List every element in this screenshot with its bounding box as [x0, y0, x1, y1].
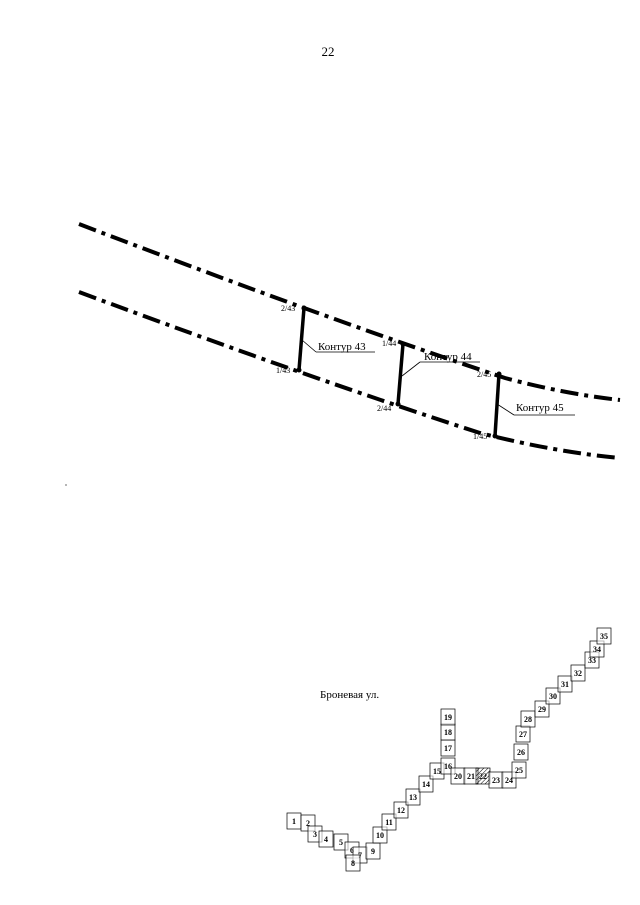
street-label: Броневая ул.	[320, 689, 380, 701]
sheet-35-number: 35	[600, 632, 608, 641]
sheet-29[interactable]: 29	[534, 700, 550, 718]
sheet-11-number: 11	[385, 818, 393, 827]
sheet-30[interactable]: 30	[545, 687, 561, 705]
sheet-8[interactable]: 8	[345, 854, 361, 872]
sheet-13-number: 13	[409, 793, 417, 802]
sheet-14-frame	[418, 775, 434, 793]
sheet-12-number: 12	[397, 806, 405, 815]
sheet-25[interactable]: 25	[511, 761, 527, 779]
sheet-34-number: 34	[593, 645, 601, 654]
sheet-4-number: 4	[324, 835, 328, 844]
sheet-22[interactable]: 22	[475, 767, 491, 785]
sheet-30-number: 30	[549, 692, 557, 701]
point-1-43: 1/43	[276, 366, 290, 375]
lower-boundary-line	[78, 290, 621, 460]
sheet-17[interactable]: 17	[440, 739, 456, 757]
sheet-19-number: 19	[444, 713, 452, 722]
sheet-11-frame	[381, 813, 397, 831]
sheet-26[interactable]: 26	[513, 743, 529, 761]
sheet-10-frame	[372, 826, 388, 844]
sheet-19-frame	[440, 708, 456, 726]
sheet-17-number: 17	[444, 744, 452, 753]
sheet-18[interactable]: 18	[440, 723, 456, 741]
sheet-3-number: 3	[313, 830, 317, 839]
sheet-32[interactable]: 32	[570, 664, 586, 682]
sheet-18-number: 18	[444, 728, 452, 737]
sheet-26-number: 26	[517, 748, 525, 757]
contour-44[interactable]: Контур 44 1/44 2/44	[377, 339, 480, 413]
sheet-26-frame	[513, 743, 529, 761]
point-2-43: 2/43	[281, 304, 295, 313]
sheet-32-number: 32	[574, 669, 582, 678]
sheet-25-frame	[511, 761, 527, 779]
sheet-23-number: 23	[492, 776, 500, 785]
contour-45[interactable]: Контур 45 2/45 1/45	[473, 370, 575, 441]
contour-45-label: Контур 45	[516, 402, 564, 414]
sheet-16-number: 16	[444, 762, 452, 771]
stray-mark	[65, 484, 67, 486]
sheet-13[interactable]: 13	[405, 788, 421, 806]
sheet-10-number: 10	[376, 831, 384, 840]
sheet-35-frame	[596, 627, 612, 645]
point-1-45: 1/45	[473, 432, 487, 441]
sheet-9-number: 9	[371, 847, 375, 856]
point-2-45: 2/45	[477, 370, 491, 379]
contour-43[interactable]: Контур 43 2/43 1/43	[276, 304, 375, 375]
sheet-20[interactable]: 20	[450, 767, 466, 785]
sheet-2-number: 2	[306, 819, 310, 828]
sheet-29-frame	[534, 700, 550, 718]
sheet-6-number: 6	[350, 846, 354, 855]
sheet-31-frame	[557, 675, 573, 693]
sheet-33-number: 33	[588, 656, 596, 665]
sheet-22-number: 22	[479, 772, 487, 781]
point-1-44: 1/44	[382, 339, 396, 348]
sheet-19[interactable]: 19	[440, 708, 456, 726]
sheet-23[interactable]: 23	[488, 771, 504, 789]
sheet-29-number: 29	[538, 705, 546, 714]
sheet-28-number: 28	[524, 715, 532, 724]
sheet-30-frame	[545, 687, 561, 705]
sheet-12-frame	[393, 801, 409, 819]
sheet-15-number: 15	[433, 767, 441, 776]
sheet-10[interactable]: 10	[372, 826, 388, 844]
page-number: 22	[321, 44, 335, 59]
sheet-15[interactable]: 15	[429, 762, 445, 780]
contour-44-label: Контур 44	[424, 351, 472, 363]
sheet-1[interactable]: 1	[286, 812, 302, 830]
sheet-11[interactable]: 11	[381, 813, 397, 831]
sheet-1-number: 1	[292, 817, 296, 826]
sheet-28[interactable]: 28	[520, 710, 536, 728]
sheet-32-frame	[570, 664, 586, 682]
sheet-31-number: 31	[561, 680, 569, 689]
sheet-4-frame	[318, 830, 334, 848]
sheet-8-frame	[345, 854, 361, 872]
sheet-28-frame	[520, 710, 536, 728]
sheet-35[interactable]: 35	[596, 627, 612, 645]
point-2-44: 2/44	[377, 404, 391, 413]
sheet-31[interactable]: 31	[557, 675, 573, 693]
sheet-8-number: 8	[351, 859, 355, 868]
sheet-24-number: 24	[505, 776, 513, 785]
sheet-25-number: 25	[515, 766, 523, 775]
sheet-27[interactable]: 27	[515, 725, 531, 743]
sheet-5-number: 5	[339, 838, 343, 847]
sheet-12[interactable]: 12	[393, 801, 409, 819]
sheet-27-number: 27	[519, 730, 527, 739]
sheet-14[interactable]: 14	[418, 775, 434, 793]
upper-boundary-line	[78, 222, 621, 402]
sheet-20-number: 20	[454, 772, 462, 781]
sheet-4[interactable]: 4	[318, 830, 334, 848]
sheet-9[interactable]: 9	[365, 842, 381, 860]
sheet-21-number: 21	[467, 772, 475, 781]
sheet-14-number: 14	[422, 780, 430, 789]
contour-43-label: Контур 43	[318, 341, 366, 353]
sheet-13-frame	[405, 788, 421, 806]
